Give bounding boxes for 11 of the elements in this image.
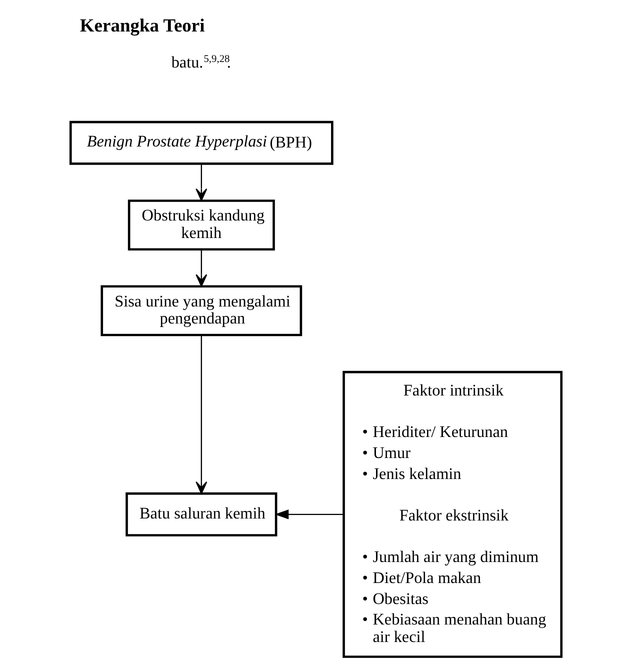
label: batu.$^{5,9,28}$. — [171, 53, 231, 72]
node-box: Obstruksi kandung kemih — [128, 200, 275, 250]
arrow — [196, 249, 208, 287]
node-box: Sisa urine yang mengalami pengendapan — [100, 285, 302, 336]
node-box: Batu saluran kemih — [126, 492, 278, 536]
node-box: Benign Prostate Hyperplasi (BPH) — [69, 120, 334, 165]
arrow — [196, 164, 208, 201]
node-box: Faktor intrinsik • Heriditer/ Keturunan • Umur • Jenis kelamin Faktor ekstrinsik • Jumlah air yang diminum • Diet/Pola makan • Obesitas • Kebiasaan menahan buang air kecil — [342, 370, 563, 658]
diagram-title: Kerangka Teori — [80, 16, 205, 37]
arrow — [196, 335, 208, 494]
arrow — [274, 510, 344, 520]
